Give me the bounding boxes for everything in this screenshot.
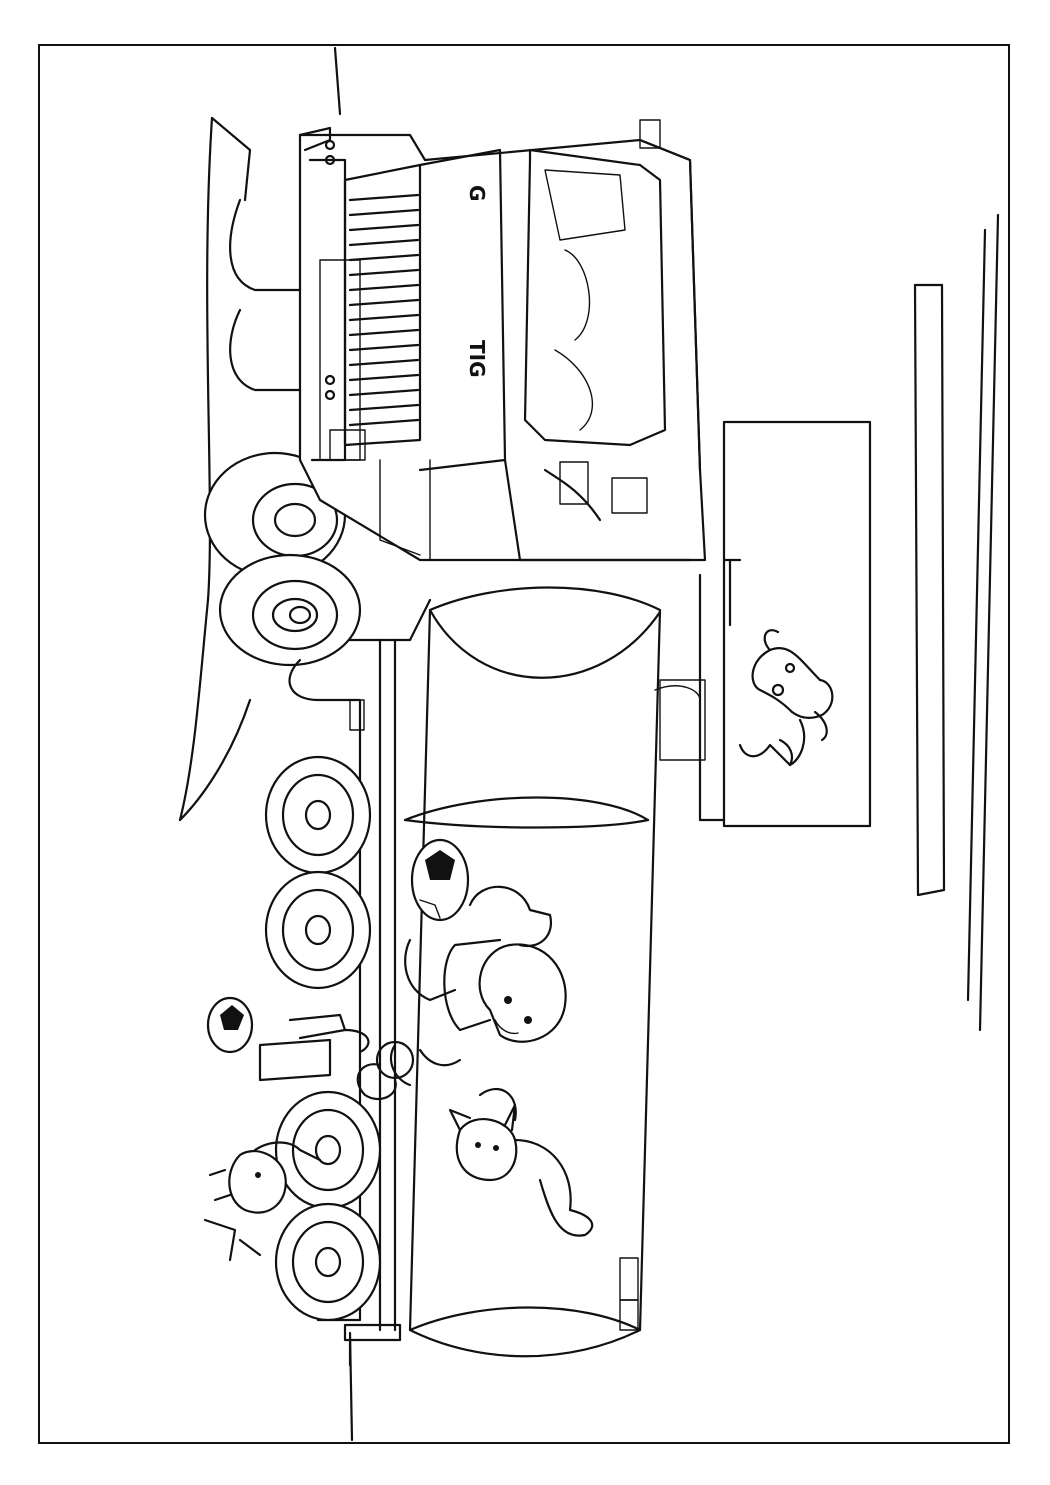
cab-logo-text-alt: G: [465, 185, 489, 201]
cab-wheels: [203, 198, 362, 702]
chassis: [316, 598, 432, 1367]
wheel-4: [274, 1202, 382, 1322]
cab-logo-text: TIG: [465, 340, 489, 378]
building: [698, 213, 1000, 1032]
page-border: [38, 44, 1010, 1444]
boy-character: [389, 885, 567, 1087]
wheel-3: [274, 1090, 382, 1210]
wheel-2: [264, 870, 372, 990]
left-football-icon: [206, 996, 254, 1054]
cat-character: [448, 1088, 594, 1237]
truck-cab: TIG G: [298, 119, 707, 562]
dog-character: [203, 1141, 322, 1262]
cow-icon: [738, 629, 834, 767]
football-icon: [410, 838, 470, 922]
child-by-truck: [258, 1013, 415, 1101]
ground-lines: [178, 46, 354, 1442]
wheel-1: [264, 755, 372, 875]
trailer-wheels: [264, 755, 382, 1322]
